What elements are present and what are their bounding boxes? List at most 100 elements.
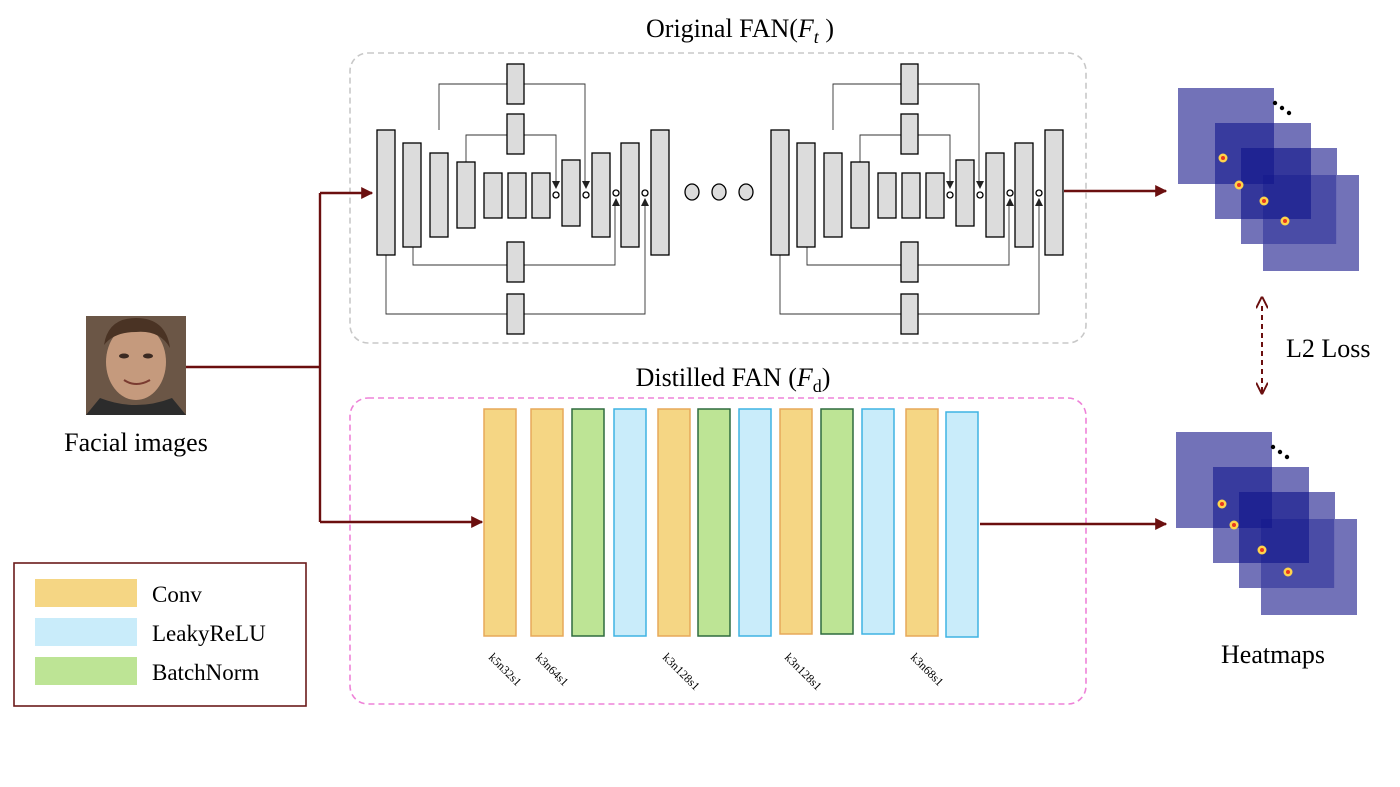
heatmap-peak-core bbox=[1237, 183, 1241, 187]
merge-node bbox=[552, 191, 560, 199]
hourglass-block bbox=[900, 113, 919, 155]
student-layer-relu bbox=[613, 408, 647, 637]
hourglass-block bbox=[376, 129, 396, 256]
merge-node bbox=[641, 189, 649, 197]
ellipsis-dot bbox=[711, 183, 727, 201]
upsample-marker bbox=[1006, 198, 1014, 206]
heatmap-overlap bbox=[1239, 492, 1309, 563]
student-layer-conv bbox=[905, 408, 939, 637]
student-title: Distilled FAN (Fd) bbox=[636, 363, 831, 396]
teacher-title: Original FAN(Ft ) bbox=[646, 14, 834, 47]
legend-label: LeakyReLU bbox=[152, 621, 266, 646]
heatmap-peak-core bbox=[1283, 219, 1287, 223]
hourglass-block bbox=[925, 172, 945, 219]
hourglass-block bbox=[850, 161, 870, 229]
heatmap-peak-core bbox=[1220, 502, 1224, 506]
hourglass-block bbox=[507, 172, 527, 219]
legend-swatch bbox=[35, 657, 137, 685]
student-layer-relu bbox=[738, 408, 772, 637]
teacher-hourglass-group bbox=[376, 63, 1064, 335]
upsample-marker bbox=[582, 181, 590, 189]
hourglass-block bbox=[483, 172, 503, 219]
teacher-network-box bbox=[349, 52, 1087, 344]
legend-label: Conv bbox=[152, 582, 202, 607]
heatmap-ellipsis-dot bbox=[1284, 454, 1290, 460]
student-layer-relu bbox=[861, 408, 895, 635]
layer-config-label: k3n68s1 bbox=[908, 650, 947, 689]
heatmap-overlap bbox=[1261, 519, 1334, 588]
student-layer-bn bbox=[697, 408, 731, 637]
hourglass-block bbox=[796, 142, 816, 248]
student-layer-bn bbox=[820, 408, 854, 635]
hourglass-block bbox=[591, 152, 611, 238]
heatmap-ellipsis-dot bbox=[1279, 105, 1285, 111]
merge-node bbox=[1035, 189, 1043, 197]
hourglass-block bbox=[561, 159, 581, 227]
upsample-marker bbox=[976, 181, 984, 189]
hourglass-block bbox=[429, 152, 449, 238]
student-layer-conv bbox=[779, 408, 813, 635]
upsample-marker bbox=[612, 198, 620, 206]
input-label: Facial images bbox=[64, 428, 208, 457]
legend-swatch bbox=[35, 579, 137, 607]
layer-config-label: k3n64s1 bbox=[533, 650, 572, 689]
hourglass-block bbox=[402, 142, 422, 248]
hourglass-block bbox=[877, 172, 897, 219]
student-layer-relu bbox=[945, 411, 979, 638]
heatmap-peak-core bbox=[1221, 156, 1225, 160]
output-label: Heatmaps bbox=[1221, 640, 1325, 669]
merge-node bbox=[612, 189, 620, 197]
heatmap-peak-core bbox=[1286, 570, 1290, 574]
hourglass-block bbox=[823, 152, 843, 238]
heatmap-overlap bbox=[1263, 175, 1336, 244]
student-layer-conv bbox=[530, 408, 564, 637]
hourglass-module-1 bbox=[376, 63, 670, 335]
student-layer-bn bbox=[571, 408, 605, 637]
hourglass-block bbox=[506, 63, 525, 105]
hourglass-block bbox=[1044, 129, 1064, 256]
heatmap-ellipsis-dot bbox=[1272, 100, 1278, 106]
hourglass-block bbox=[456, 161, 476, 229]
heatmap-overlap bbox=[1241, 148, 1311, 219]
stack-ellipsis bbox=[684, 183, 754, 201]
heatmap-ellipsis-dot bbox=[1277, 449, 1283, 455]
merge-node bbox=[1006, 189, 1014, 197]
heatmap-peak-core bbox=[1260, 548, 1264, 552]
l2-loss-label: L2 Loss bbox=[1286, 334, 1371, 363]
legend-label: BatchNorm bbox=[152, 660, 259, 685]
ellipsis-dot bbox=[738, 183, 754, 201]
hourglass-module-2 bbox=[770, 63, 1064, 335]
face-image bbox=[86, 316, 186, 415]
hourglass-block bbox=[900, 63, 919, 105]
upsample-marker bbox=[641, 198, 649, 206]
student-layer-conv bbox=[483, 408, 517, 637]
hourglass-block bbox=[650, 129, 670, 256]
student-layer-conv bbox=[657, 408, 691, 637]
heatmap-ellipsis-dot bbox=[1270, 444, 1276, 450]
hourglass-block bbox=[506, 293, 525, 335]
layer-config-label: k5n32s1 bbox=[486, 650, 525, 689]
merge-node bbox=[582, 191, 590, 199]
hourglass-block bbox=[985, 152, 1005, 238]
hourglass-block bbox=[900, 293, 919, 335]
upsample-marker bbox=[946, 181, 954, 189]
student-network-box bbox=[349, 397, 1087, 705]
hourglass-block bbox=[506, 113, 525, 155]
hourglass-block bbox=[506, 241, 525, 283]
upsample-marker bbox=[552, 181, 560, 189]
hourglass-block bbox=[901, 172, 921, 219]
ellipsis-dot bbox=[684, 183, 700, 201]
layer-config-label: k3n128s1 bbox=[660, 650, 703, 693]
upsample-marker bbox=[1035, 198, 1043, 206]
hourglass-block bbox=[955, 159, 975, 227]
hourglass-block bbox=[900, 241, 919, 283]
merge-node bbox=[946, 191, 954, 199]
merge-node bbox=[976, 191, 984, 199]
layer-config-label: k3n128s1 bbox=[782, 650, 825, 693]
heatmap-ellipsis-dot bbox=[1286, 110, 1292, 116]
hourglass-block bbox=[770, 129, 790, 256]
heatmap-peak-core bbox=[1262, 199, 1266, 203]
hourglass-block bbox=[531, 172, 551, 219]
